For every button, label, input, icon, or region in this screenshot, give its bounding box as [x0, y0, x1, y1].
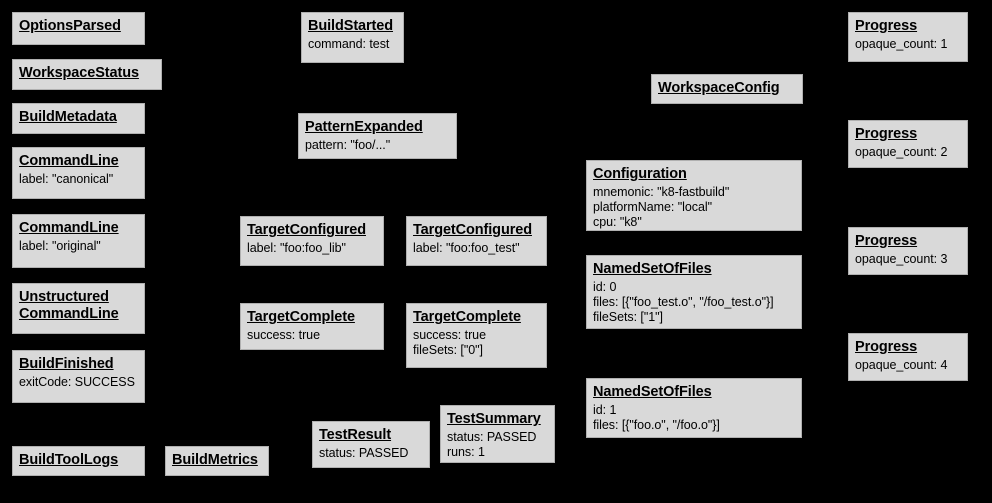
- node-command-line-canonical[interactable]: CommandLine label: "canonical": [12, 147, 145, 199]
- node-title: TestResult: [319, 427, 392, 443]
- node-title: PatternExpanded: [305, 119, 423, 135]
- node-target-complete-lib[interactable]: TargetComplete success: true: [240, 303, 384, 350]
- node-workspace-config[interactable]: WorkspaceConfig: [651, 74, 803, 104]
- node-title: BuildMetrics: [172, 452, 258, 468]
- node-configuration[interactable]: Configuration mnemonic: "k8-fastbuild" pl…: [586, 160, 802, 231]
- node-fields: label: "original": [19, 239, 101, 254]
- node-pattern-expanded[interactable]: PatternExpanded pattern: "foo/...": [298, 113, 457, 159]
- node-fields: opaque_count: 3: [855, 252, 948, 267]
- node-title: NamedSetOfFiles: [593, 261, 712, 277]
- node-title: Configuration: [593, 166, 687, 182]
- node-title: TargetComplete: [413, 309, 521, 325]
- node-build-metrics[interactable]: BuildMetrics: [165, 446, 269, 476]
- node-target-configured-foo-lib[interactable]: TargetConfigured label: "foo:foo_lib": [240, 216, 384, 266]
- node-command-line-original[interactable]: CommandLine label: "original": [12, 214, 145, 268]
- node-fields: command: test: [308, 37, 390, 52]
- node-title: TargetConfigured: [413, 222, 532, 238]
- node-build-metadata[interactable]: BuildMetadata: [12, 103, 145, 134]
- node-test-summary[interactable]: TestSummary status: PASSED runs: 1: [440, 405, 555, 463]
- node-build-finished[interactable]: BuildFinished exitCode: SUCCESS: [12, 350, 145, 403]
- node-progress-1[interactable]: Progress opaque_count: 1: [848, 12, 968, 62]
- node-fields: opaque_count: 1: [855, 37, 948, 52]
- node-title: NamedSetOfFiles: [593, 384, 712, 400]
- node-progress-2[interactable]: Progress opaque_count: 2: [848, 120, 968, 168]
- node-named-set-of-files-1[interactable]: NamedSetOfFiles id: 1 files: [{"foo.o", "…: [586, 378, 802, 438]
- node-title: CommandLine: [19, 220, 119, 236]
- node-fields: mnemonic: "k8-fastbuild" platformName: "…: [593, 185, 730, 229]
- node-fields: success: true: [247, 328, 320, 343]
- node-fields: label: "foo:foo_lib": [247, 241, 346, 256]
- node-title: CommandLine: [19, 153, 119, 169]
- node-build-started[interactable]: BuildStarted command: test: [301, 12, 404, 63]
- node-fields: label: "canonical": [19, 172, 114, 187]
- node-build-tool-logs[interactable]: BuildToolLogs: [12, 446, 145, 476]
- node-title: Unstructured CommandLine: [19, 289, 119, 323]
- node-named-set-of-files-0[interactable]: NamedSetOfFiles id: 0 files: [{"foo_test.…: [586, 255, 802, 329]
- node-title: Progress: [855, 233, 918, 249]
- node-title: TargetConfigured: [247, 222, 366, 238]
- node-target-configured-foo-test[interactable]: TargetConfigured label: "foo:foo_test": [406, 216, 547, 266]
- node-fields: opaque_count: 4: [855, 358, 948, 373]
- node-title: OptionsParsed: [19, 18, 121, 34]
- node-title: Progress: [855, 126, 918, 142]
- node-title: TargetComplete: [247, 309, 355, 325]
- node-title: Progress: [855, 339, 918, 355]
- node-fields: status: PASSED: [319, 446, 409, 461]
- node-unstructured-command-line[interactable]: Unstructured CommandLine: [12, 283, 145, 334]
- node-fields: exitCode: SUCCESS: [19, 375, 135, 390]
- node-title: TestSummary: [447, 411, 541, 427]
- node-fields: label: "foo:foo_test": [413, 241, 520, 256]
- node-fields: status: PASSED runs: 1: [447, 430, 537, 459]
- node-fields: success: true fileSets: ["0"]: [413, 328, 486, 357]
- node-progress-3[interactable]: Progress opaque_count: 3: [848, 227, 968, 275]
- node-workspace-status[interactable]: WorkspaceStatus: [12, 59, 162, 90]
- node-title: WorkspaceConfig: [658, 80, 780, 96]
- node-options-parsed[interactable]: OptionsParsed: [12, 12, 145, 45]
- node-fields: opaque_count: 2: [855, 145, 948, 160]
- node-target-complete-test[interactable]: TargetComplete success: true fileSets: ["…: [406, 303, 547, 368]
- node-test-result[interactable]: TestResult status: PASSED: [312, 421, 430, 468]
- node-fields: id: 0 files: [{"foo_test.o", "/foo_test.…: [593, 280, 774, 324]
- node-title: BuildToolLogs: [19, 452, 119, 468]
- node-title: Progress: [855, 18, 918, 34]
- node-title: WorkspaceStatus: [19, 65, 139, 81]
- node-title: BuildStarted: [308, 18, 394, 34]
- node-fields: id: 1 files: [{"foo.o", "/foo.o"}]: [593, 403, 720, 432]
- node-fields: pattern: "foo/...": [305, 138, 391, 153]
- node-title: BuildFinished: [19, 356, 114, 372]
- node-progress-4[interactable]: Progress opaque_count: 4: [848, 333, 968, 381]
- node-title: BuildMetadata: [19, 109, 117, 125]
